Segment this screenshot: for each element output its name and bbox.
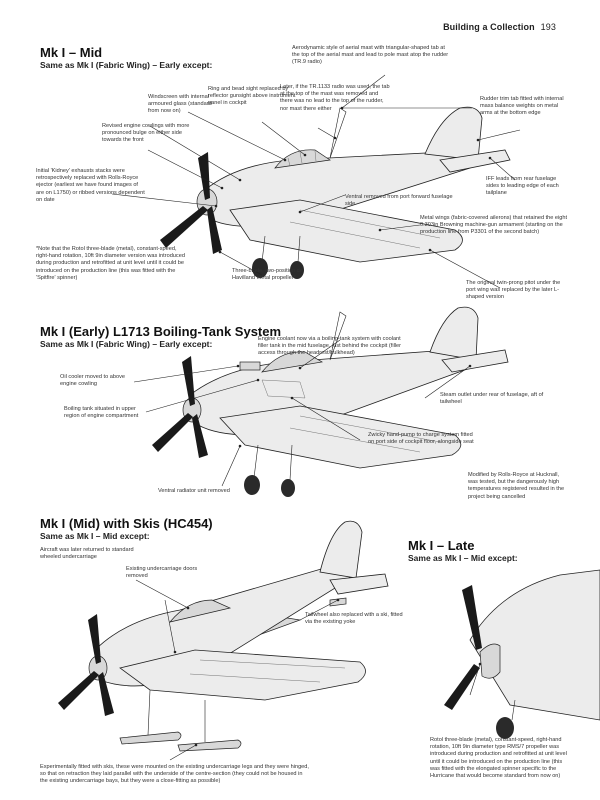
- note-rotol-late: Rotol three-blade (metal), constant-spee…: [430, 737, 567, 780]
- note-steam-outlet: Steam outlet under rear of fuselage, aft…: [440, 392, 544, 406]
- note-dh-propeller: Three-blade, two-position de Havilland m…: [232, 268, 303, 282]
- aircraft-illustration-mk1-mid: [160, 106, 511, 279]
- leader-lines-mk1-mid: [111, 74, 521, 289]
- section-title: Mk I – Mid: [40, 45, 103, 60]
- aircraft-illustration-mk1-late: [444, 569, 600, 739]
- header-title: Building a Collection: [443, 22, 535, 32]
- aircraft-illustration-skis: [58, 520, 389, 752]
- note-boiling-tank-system: Engine coolant now via a boiling-tank sy…: [258, 336, 402, 357]
- section-subtitle: Same as Mk I – Mid except:: [408, 553, 518, 563]
- section-subtitle: Same as Mk I (Fabric Wing) – Early excep…: [40, 60, 213, 70]
- note-rudder-trim-tab: Rudder trim tab fitted with internal mas…: [480, 96, 564, 117]
- note-ventral-radiator-removed: Ventral radiator unit removed: [158, 488, 230, 494]
- note-doors-removed: Existing undercarriage doors removed: [126, 566, 198, 580]
- note-returned-to-wheels: Aircraft was later returned to standard …: [40, 547, 134, 561]
- running-header: Building a Collection 193: [443, 22, 556, 32]
- note-tailwheel-ski: Tailwheel also replaced with a ski, fitt…: [305, 612, 403, 626]
- section-title: Mk I (Early) L1713 Boiling-Tank System: [40, 324, 282, 339]
- section-mk1-late-heading: Mk I – Late Same as Mk I – Mid except:: [408, 538, 518, 563]
- section-subtitle: Same as Mk I (Fabric Wing) – Early excep…: [40, 339, 213, 349]
- note-metal-wings: Metal wings (fabric-covered ailerons) th…: [420, 215, 568, 236]
- note-zwicky-pump: Zwicky hand-pump to charge system fitted…: [368, 432, 474, 446]
- note-reflector-gunsight: Ring and bead sight replaced by reflecto…: [208, 86, 296, 107]
- section-mk1-mid-heading: Mk I – Mid Same as Mk I (Fabric Wing) – …: [40, 45, 212, 70]
- note-iff-leads: IFF leads from rear fuselage sides to le…: [486, 176, 559, 197]
- leader-lines-skis: [135, 579, 340, 761]
- section-subtitle: Same as Mk I – Mid except:: [40, 531, 150, 541]
- section-skis-heading: Mk I (Mid) with Skis (HC454) Same as Mk …: [40, 516, 213, 541]
- note-windscreen: Windscreen with internal armoured glass …: [148, 94, 212, 115]
- note-boiling-tank: Boiling tank situated in upper region of…: [64, 406, 139, 420]
- section-l1713-heading: Mk I (Early) L1713 Boiling-Tank System S…: [40, 324, 281, 349]
- note-ventral-removed: Ventral removed from port forward fusela…: [345, 194, 453, 208]
- note-tr1133-radio: Later, if the TR.1133 radio was used, th…: [280, 84, 390, 112]
- note-oil-cooler: Oil cooler moved to above engine cowling: [60, 374, 125, 388]
- leader-lines-l1713: [133, 339, 472, 487]
- section-title: Mk I – Late: [408, 538, 475, 553]
- note-pitot: The original twin-prong pitot under the …: [466, 280, 561, 301]
- section-title: Mk I (Mid) with Skis (HC454): [40, 516, 213, 531]
- note-exhaust-stacks: Initial 'Kidney' exhausts stacks were re…: [36, 168, 145, 203]
- aircraft-illustration-l1713: [152, 306, 509, 497]
- note-rolls-royce-test: Modified by Rolls-Royce at Hucknall, was…: [468, 472, 565, 500]
- note-rotol-propeller: *Note that the Rotol three-blade (metal)…: [36, 246, 185, 281]
- note-engine-cowlings: Revised engine cowlings with more pronou…: [102, 123, 190, 144]
- page-number: 193: [540, 22, 556, 32]
- leader-lines-mk1-late: [469, 662, 482, 696]
- note-aerial-mast: Aerodynamic style of aerial mast with tr…: [292, 45, 449, 66]
- note-skis-experimental: Experimentally fitted with skis, these w…: [40, 764, 309, 785]
